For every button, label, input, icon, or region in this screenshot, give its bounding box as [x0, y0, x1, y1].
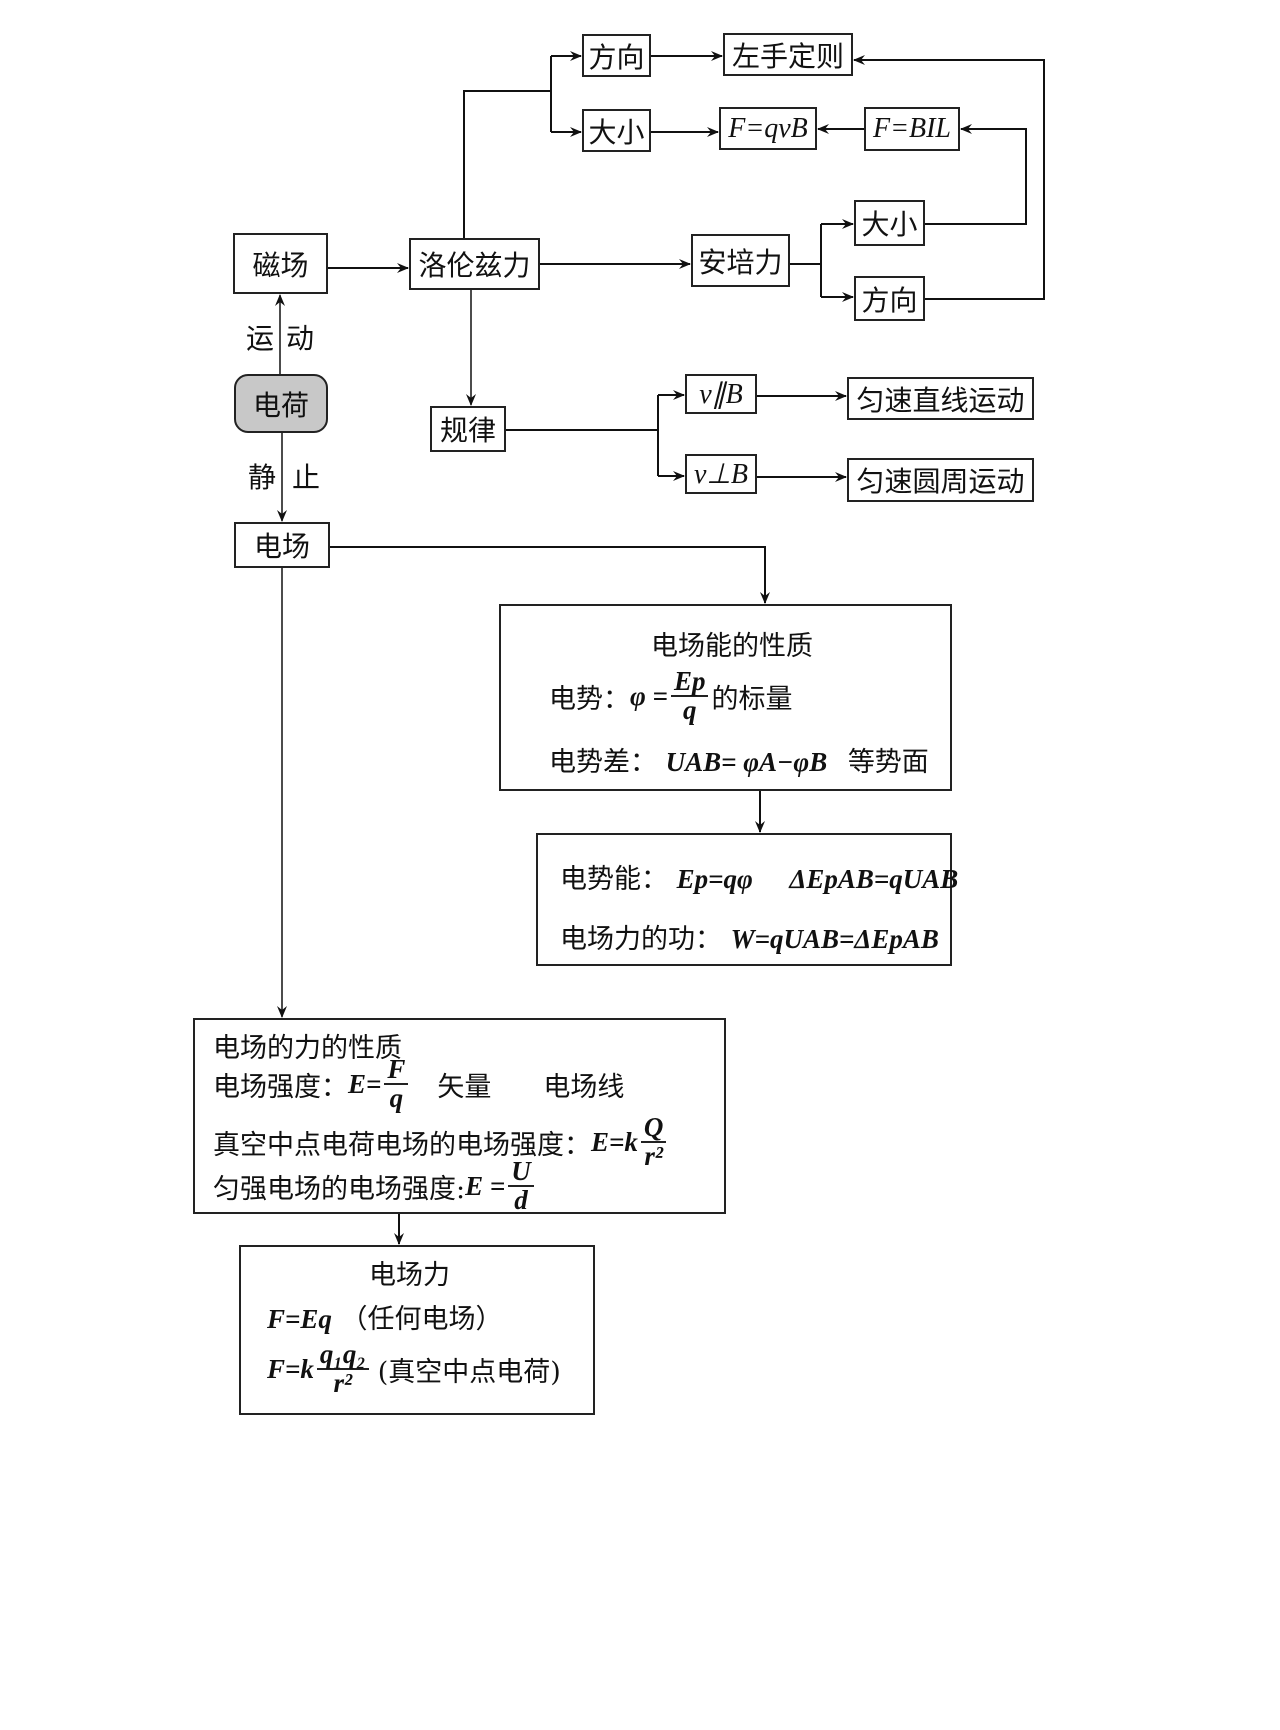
label-static-2: 止	[292, 461, 321, 494]
potential-formula: φ =	[630, 680, 668, 711]
node-electric-field: 电场	[234, 522, 330, 568]
node-law: 规律	[430, 406, 506, 452]
work-line: 电场力的功： W=qUAB=ΔEpAB	[560, 917, 939, 956]
potential-energy-line: 电势能： Ep=qφ ΔEpAB=qUAB	[560, 857, 958, 896]
force-title: 电场的力的性质	[213, 1033, 402, 1064]
fraction-denominator: q	[389, 1083, 404, 1113]
node-magnitude-top: 大小	[582, 109, 651, 152]
potential-difference-line: 电势差： UAB= φA−φB 等势面	[549, 740, 929, 779]
node-v-parallel-b: v∥B	[685, 374, 757, 414]
potential-label: 电势：	[549, 683, 630, 715]
force-any-field-line: F=Eq （任何电场）	[267, 1297, 503, 1336]
diff-label: 电势差：	[549, 747, 657, 778]
label-moving-2: 动	[286, 322, 315, 355]
node-lorentz-force: 洛伦兹力	[409, 238, 540, 290]
uniform-formula: E =	[465, 1170, 506, 1201]
node-f-bil: F=BIL	[864, 107, 960, 151]
fraction-numerator: U	[508, 1158, 534, 1187]
field-lines-note: 电场线	[543, 1071, 625, 1103]
energy-title: 电场能的性质	[651, 631, 813, 662]
fraction-numerator: Ep	[670, 668, 709, 697]
pe-label: 电势能：	[560, 864, 668, 895]
f-eq-formula: F=Eq	[267, 1304, 332, 1334]
work-formula: W=qUAB=ΔEpAB	[730, 924, 939, 954]
node-magnitude-right: 大小	[854, 200, 925, 246]
node-charge: 电荷	[234, 374, 328, 433]
point-formula: E=k	[591, 1126, 638, 1157]
label-moving-1: 运	[246, 322, 275, 355]
node-v-perp-b: v⊥B	[685, 454, 757, 494]
pe-change-formula: ΔEpAB=qUAB	[789, 864, 959, 894]
strength-formula: E=	[348, 1068, 382, 1099]
node-magnetic-field: 磁场	[233, 233, 328, 294]
pe-formula: Ep=qφ	[676, 864, 753, 894]
uniform-label: 匀强电场的电场强度:	[213, 1173, 466, 1205]
diff-note: 等势面	[847, 747, 929, 778]
box-potential-energy: 电势能： Ep=qφ ΔEpAB=qUAB 电场力的功： W=qUAB=ΔEpA…	[536, 833, 958, 966]
fraction-denominator: r²	[333, 1368, 353, 1398]
fraction-numerator: Q	[640, 1114, 667, 1143]
electric-force-title: 电场力	[369, 1260, 450, 1291]
vector-note: 矢量	[437, 1071, 492, 1103]
node-left-hand-rule: 左手定则	[723, 33, 853, 76]
coulomb-formula: F=k	[267, 1353, 314, 1384]
potential-note: 的标量	[711, 683, 793, 715]
strength-label: 电场强度：	[213, 1071, 348, 1103]
work-label: 电场力的功：	[560, 924, 722, 955]
point-label: 真空中点电荷电场的电场强度：	[213, 1129, 591, 1161]
node-direction-top: 方向	[582, 34, 651, 77]
fraction-denominator: q	[682, 695, 697, 725]
diff-formula: UAB= φA−φB	[665, 747, 828, 777]
point-charge-note: (真空中点电荷)	[377, 1356, 561, 1388]
fraction-numerator: q₁q₂	[316, 1341, 369, 1370]
node-uniform-linear-motion: 匀速直线运动	[847, 377, 1034, 420]
fraction-denominator: r²	[644, 1141, 663, 1171]
node-f-qvb: F=qvB	[719, 107, 817, 150]
label-static-1: 静	[248, 461, 277, 494]
any-field-note: （任何电场）	[340, 1304, 503, 1335]
fraction-numerator: F	[384, 1056, 409, 1085]
node-direction-right: 方向	[854, 276, 925, 321]
node-uniform-circular-motion: 匀速圆周运动	[847, 458, 1034, 502]
node-ampere-force: 安培力	[691, 234, 790, 287]
fraction-denominator: d	[514, 1185, 528, 1215]
